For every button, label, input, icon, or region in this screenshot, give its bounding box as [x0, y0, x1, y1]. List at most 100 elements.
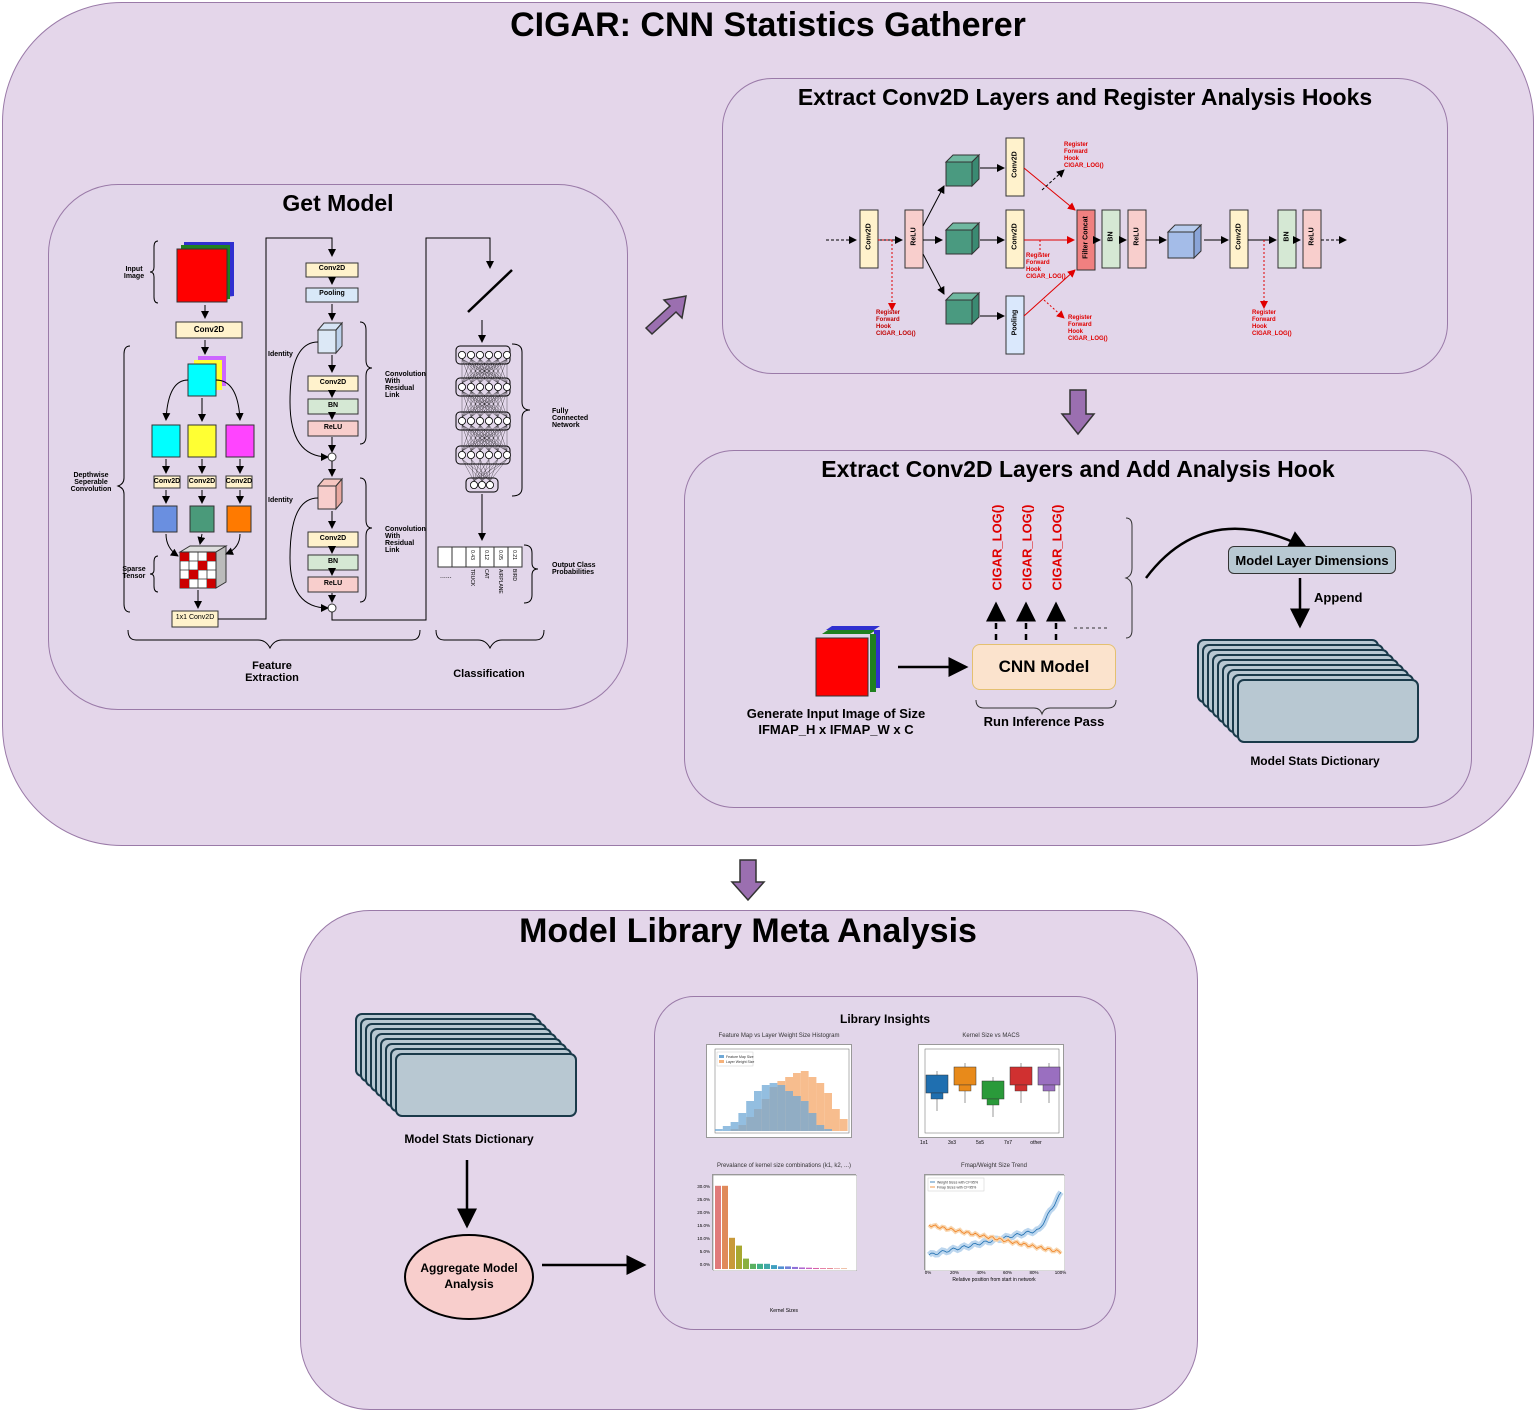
- res-bn-1: BN: [327, 402, 339, 409]
- hist-bar-fmap: [722, 1126, 731, 1131]
- cigar-log-3: CIGAR_LOG(): [1049, 504, 1065, 591]
- chart2-category: 3x3: [947, 1140, 957, 1146]
- dw-conv-2: Conv2D: [188, 478, 216, 485]
- hk-pooling: Pooling: [1011, 309, 1019, 336]
- hist-bar-fmap: [769, 1083, 778, 1131]
- get-model-panel: [48, 184, 628, 710]
- hk-conv2d-4: Conv2D: [1235, 223, 1243, 250]
- hist-bar-weight: [839, 1119, 848, 1131]
- dw-conv-1: Conv2D: [153, 478, 181, 485]
- chart2-category: other: [1030, 1140, 1042, 1146]
- kernel-bar: [785, 1266, 791, 1269]
- register-hook-1: Register Forward Hook CIGAR_LOG(): [1064, 142, 1104, 169]
- legend-swatch-weight: [719, 1060, 724, 1063]
- conv1x1-label: 1x1 Conv2D: [175, 614, 215, 621]
- hk-relu-2: ReLU: [1133, 227, 1141, 246]
- sparse-tensor-label: Sparse Tensor: [122, 566, 146, 580]
- library-insights-title: Library Insights: [839, 1012, 931, 1026]
- model-layer-dims-box: Model Layer Dimensions: [1228, 546, 1396, 574]
- res-relu-2: ReLU: [323, 580, 343, 587]
- class-value: 0.21: [511, 550, 517, 560]
- hist-bar-weight: [824, 1093, 832, 1131]
- kernel-bar: [792, 1266, 798, 1269]
- kernel-bar: [806, 1267, 812, 1269]
- class-name: TRUCK: [469, 569, 475, 587]
- chart2-svg: [924, 1048, 1061, 1134]
- kernel-bar: [722, 1185, 728, 1269]
- conv-residual-1: Convolution With Residual Link: [385, 371, 426, 399]
- identity-2: Identity: [268, 497, 293, 504]
- conv-residual-2: Convolution With Residual Link: [385, 526, 426, 554]
- kernel-bar: [799, 1267, 805, 1269]
- chart3-ytick: 5.0%: [699, 1249, 710, 1254]
- kernel-bar: [736, 1245, 742, 1269]
- box-tail: [930, 1092, 944, 1100]
- kernel-bar: [764, 1263, 770, 1269]
- chart-size-trend: Fmap/Weight Size Trend Weight Sizes with…: [924, 1163, 1066, 1272]
- chart3-ytick: 0.0%: [699, 1262, 710, 1267]
- chart4-xtick: 0%: [924, 1270, 932, 1275]
- fmap-trend-line: [928, 1224, 1062, 1254]
- hist-bar-weight: [816, 1083, 825, 1131]
- hist-bar-fmap: [715, 1129, 723, 1131]
- hist-bar-fmap: [785, 1091, 793, 1131]
- hist-bar-fmap: [800, 1101, 809, 1131]
- chart4-title: Fmap/Weight Size Trend: [961, 1163, 1027, 1169]
- chart4-xtick: 60%: [1002, 1270, 1012, 1275]
- hist-bar-fmap: [754, 1091, 762, 1131]
- chart3-xlabel: Kernel Sizes: [769, 1308, 799, 1314]
- hk-conv2d-1: Conv2D: [865, 223, 873, 250]
- register-hook-4: Register Forward Hook CIGAR_LOG(): [876, 310, 916, 337]
- cigar-log-1: CIGAR_LOG(): [989, 504, 1005, 591]
- add-hook-panel: [684, 450, 1472, 808]
- legend-weight: Layer Weight Size: [726, 1060, 754, 1064]
- hooks-title: Extract Conv2D Layers and Register Analy…: [797, 84, 1373, 110]
- chart4-xtick: 80%: [1029, 1270, 1039, 1275]
- kernel-bar: [750, 1263, 756, 1269]
- chart-kernel-prevalence: Prevalance of kernel size combinations (…: [712, 1163, 858, 1272]
- class-name: CAT: [483, 569, 489, 579]
- kernel-bar: [778, 1266, 784, 1269]
- chart4-xtick: 100%: [1054, 1270, 1067, 1275]
- chart4-xtick: 40%: [976, 1270, 986, 1275]
- kernel-bar: [841, 1268, 847, 1269]
- hk-filter-concat: Filter Concat: [1082, 216, 1090, 259]
- box-body: [981, 1080, 1005, 1100]
- box-body: [925, 1074, 949, 1094]
- hist-bar-fmap: [824, 1129, 832, 1131]
- chart4-svg: Weight Sizes with CI=95%Fmap Sizes with …: [924, 1174, 1066, 1272]
- feature-extraction-label: Feature Extraction: [245, 660, 299, 684]
- stats-dict-label-1: Model Stats Dictionary: [1250, 754, 1380, 768]
- chart2-category: 5x5: [975, 1140, 985, 1146]
- res-relu-1: ReLU: [323, 424, 343, 431]
- chart-kernel-macs: Kernel Size vs MACS: [918, 1033, 1064, 1138]
- chart4-xlabel: Relative position from start in network: [952, 1277, 1036, 1283]
- classification-label: Classification: [453, 668, 525, 680]
- hist-bar-weight: [808, 1077, 817, 1131]
- chart3-ytick: 10.0%: [697, 1236, 710, 1241]
- register-hook-5: Register Forward Hook CIGAR_LOG(): [1252, 310, 1292, 337]
- chart3-ytick: 30.0%: [697, 1184, 710, 1189]
- arrow-to-add-hook: [1060, 389, 1096, 436]
- res-conv2d-2: Conv2D: [319, 379, 347, 386]
- hk-conv2d-3: Conv2D: [1011, 223, 1019, 250]
- res-conv2d-3: Conv2D: [319, 535, 347, 542]
- box-body: [953, 1066, 977, 1086]
- res-conv2d-1: Conv2D: [318, 265, 346, 272]
- hk-conv2d-2: Conv2D: [1011, 151, 1019, 178]
- conv2d-top-label: Conv2D: [193, 325, 225, 334]
- meta-stats-dict-label: Model Stats Dictionary: [404, 1132, 534, 1146]
- meta-title: Model Library Meta Analysis: [519, 912, 977, 950]
- box-body: [1037, 1066, 1061, 1086]
- generate-input-line2: IFMAP_H x IFMAP_W x C: [758, 722, 914, 737]
- legend-fmap: Fmap Sizes with CI=95%: [937, 1186, 976, 1190]
- box-tail: [1014, 1084, 1028, 1092]
- legend-weight: Weight Sizes with CI=95%: [937, 1181, 978, 1185]
- kernel-bar: [743, 1258, 749, 1269]
- arrow-to-meta: [730, 859, 766, 902]
- legend-box: [716, 1051, 754, 1067]
- chart3-svg: [712, 1174, 858, 1272]
- res-bn-2: BN: [327, 558, 339, 565]
- legend-box: [927, 1177, 985, 1192]
- main-title: CIGAR: CNN Statistics Gatherer: [510, 6, 1026, 44]
